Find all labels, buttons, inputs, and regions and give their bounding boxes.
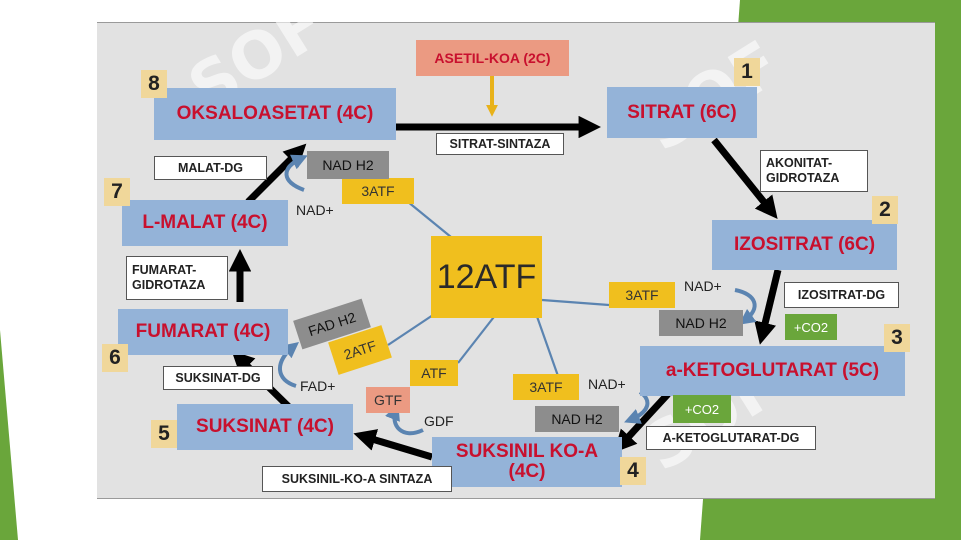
compound-izositrat: IZOSITRAT (6C) xyxy=(712,220,897,270)
enzyme-suksinil-koa-sintaza: SUKSINIL-KO-A SINTAZA xyxy=(262,466,452,492)
atp-yield-3atf: 3ATF xyxy=(342,178,414,204)
enzyme-akonitat-gidrotaza: AKONITAT- GIDROTAZA xyxy=(760,150,868,192)
total-atp-center: 12ATF xyxy=(431,236,542,318)
compound-a-ketoglutarat: a-KETOGLUTARAT (5C) xyxy=(640,346,905,396)
compound-fumarat: FUMARAT (4C) xyxy=(118,309,288,355)
step-number-badge: 6 xyxy=(102,344,128,372)
fad-plus-label: FAD+ xyxy=(300,378,336,394)
nad-plus-label: NAD+ xyxy=(588,376,626,392)
co2-box: +CO2 xyxy=(785,314,837,340)
atp-yield-3atf: 3ATF xyxy=(513,374,579,400)
bottom-rule xyxy=(97,498,935,499)
nad-plus-label: NAD+ xyxy=(684,278,722,294)
step-number-badge: 2 xyxy=(872,196,898,224)
enzyme-izositrat-dg: IZOSITRAT-DG xyxy=(784,282,899,308)
compound-suksinat: SUKSINAT (4C) xyxy=(177,404,353,450)
compound-l-malat: L-MALAT (4C) xyxy=(122,200,288,246)
nadh2-box: NAD H2 xyxy=(307,151,389,179)
nad-plus-label: NAD+ xyxy=(296,202,334,218)
compound-suksinil-koa: SUKSINIL KO-A (4C) xyxy=(432,437,622,487)
compound-oksaloasetat: OKSALOASETAT (4C) xyxy=(154,88,396,140)
nadh2-box: NAD H2 xyxy=(659,310,743,336)
atp-yield-3atf: 3ATF xyxy=(609,282,675,308)
acetyl-coa-box: ASETIL-KOA (2C) xyxy=(416,40,569,76)
step-number-badge: 4 xyxy=(620,457,646,485)
gdf-label: GDF xyxy=(424,413,454,429)
atp-yield-atf: ATF xyxy=(410,360,458,386)
enzyme-malat-dg: MALAT-DG xyxy=(154,156,267,180)
gtf-box: GTF xyxy=(366,387,410,413)
step-number-badge: 7 xyxy=(104,178,130,206)
enzyme-a-ketoglutarat-dg: A-KETOGLUTARAT-DG xyxy=(646,426,816,450)
enzyme-fumarat-gidrotaza: FUMARAT- GIDROTAZA xyxy=(126,256,228,300)
enzyme-suksinat-dg: SUKSINAT-DG xyxy=(163,366,273,390)
co2-box: +CO2 xyxy=(673,395,731,423)
top-rule xyxy=(97,22,935,23)
step-number-badge: 5 xyxy=(151,420,177,448)
compound-sitrat: SITRAT (6C) xyxy=(607,87,757,138)
step-number-badge: 8 xyxy=(141,70,167,98)
enzyme-sitrat-sintaza: SITRAT-SINTAZA xyxy=(436,133,564,155)
step-number-badge: 1 xyxy=(734,58,760,86)
nadh2-box: NAD H2 xyxy=(535,406,619,432)
step-number-badge: 3 xyxy=(884,324,910,352)
